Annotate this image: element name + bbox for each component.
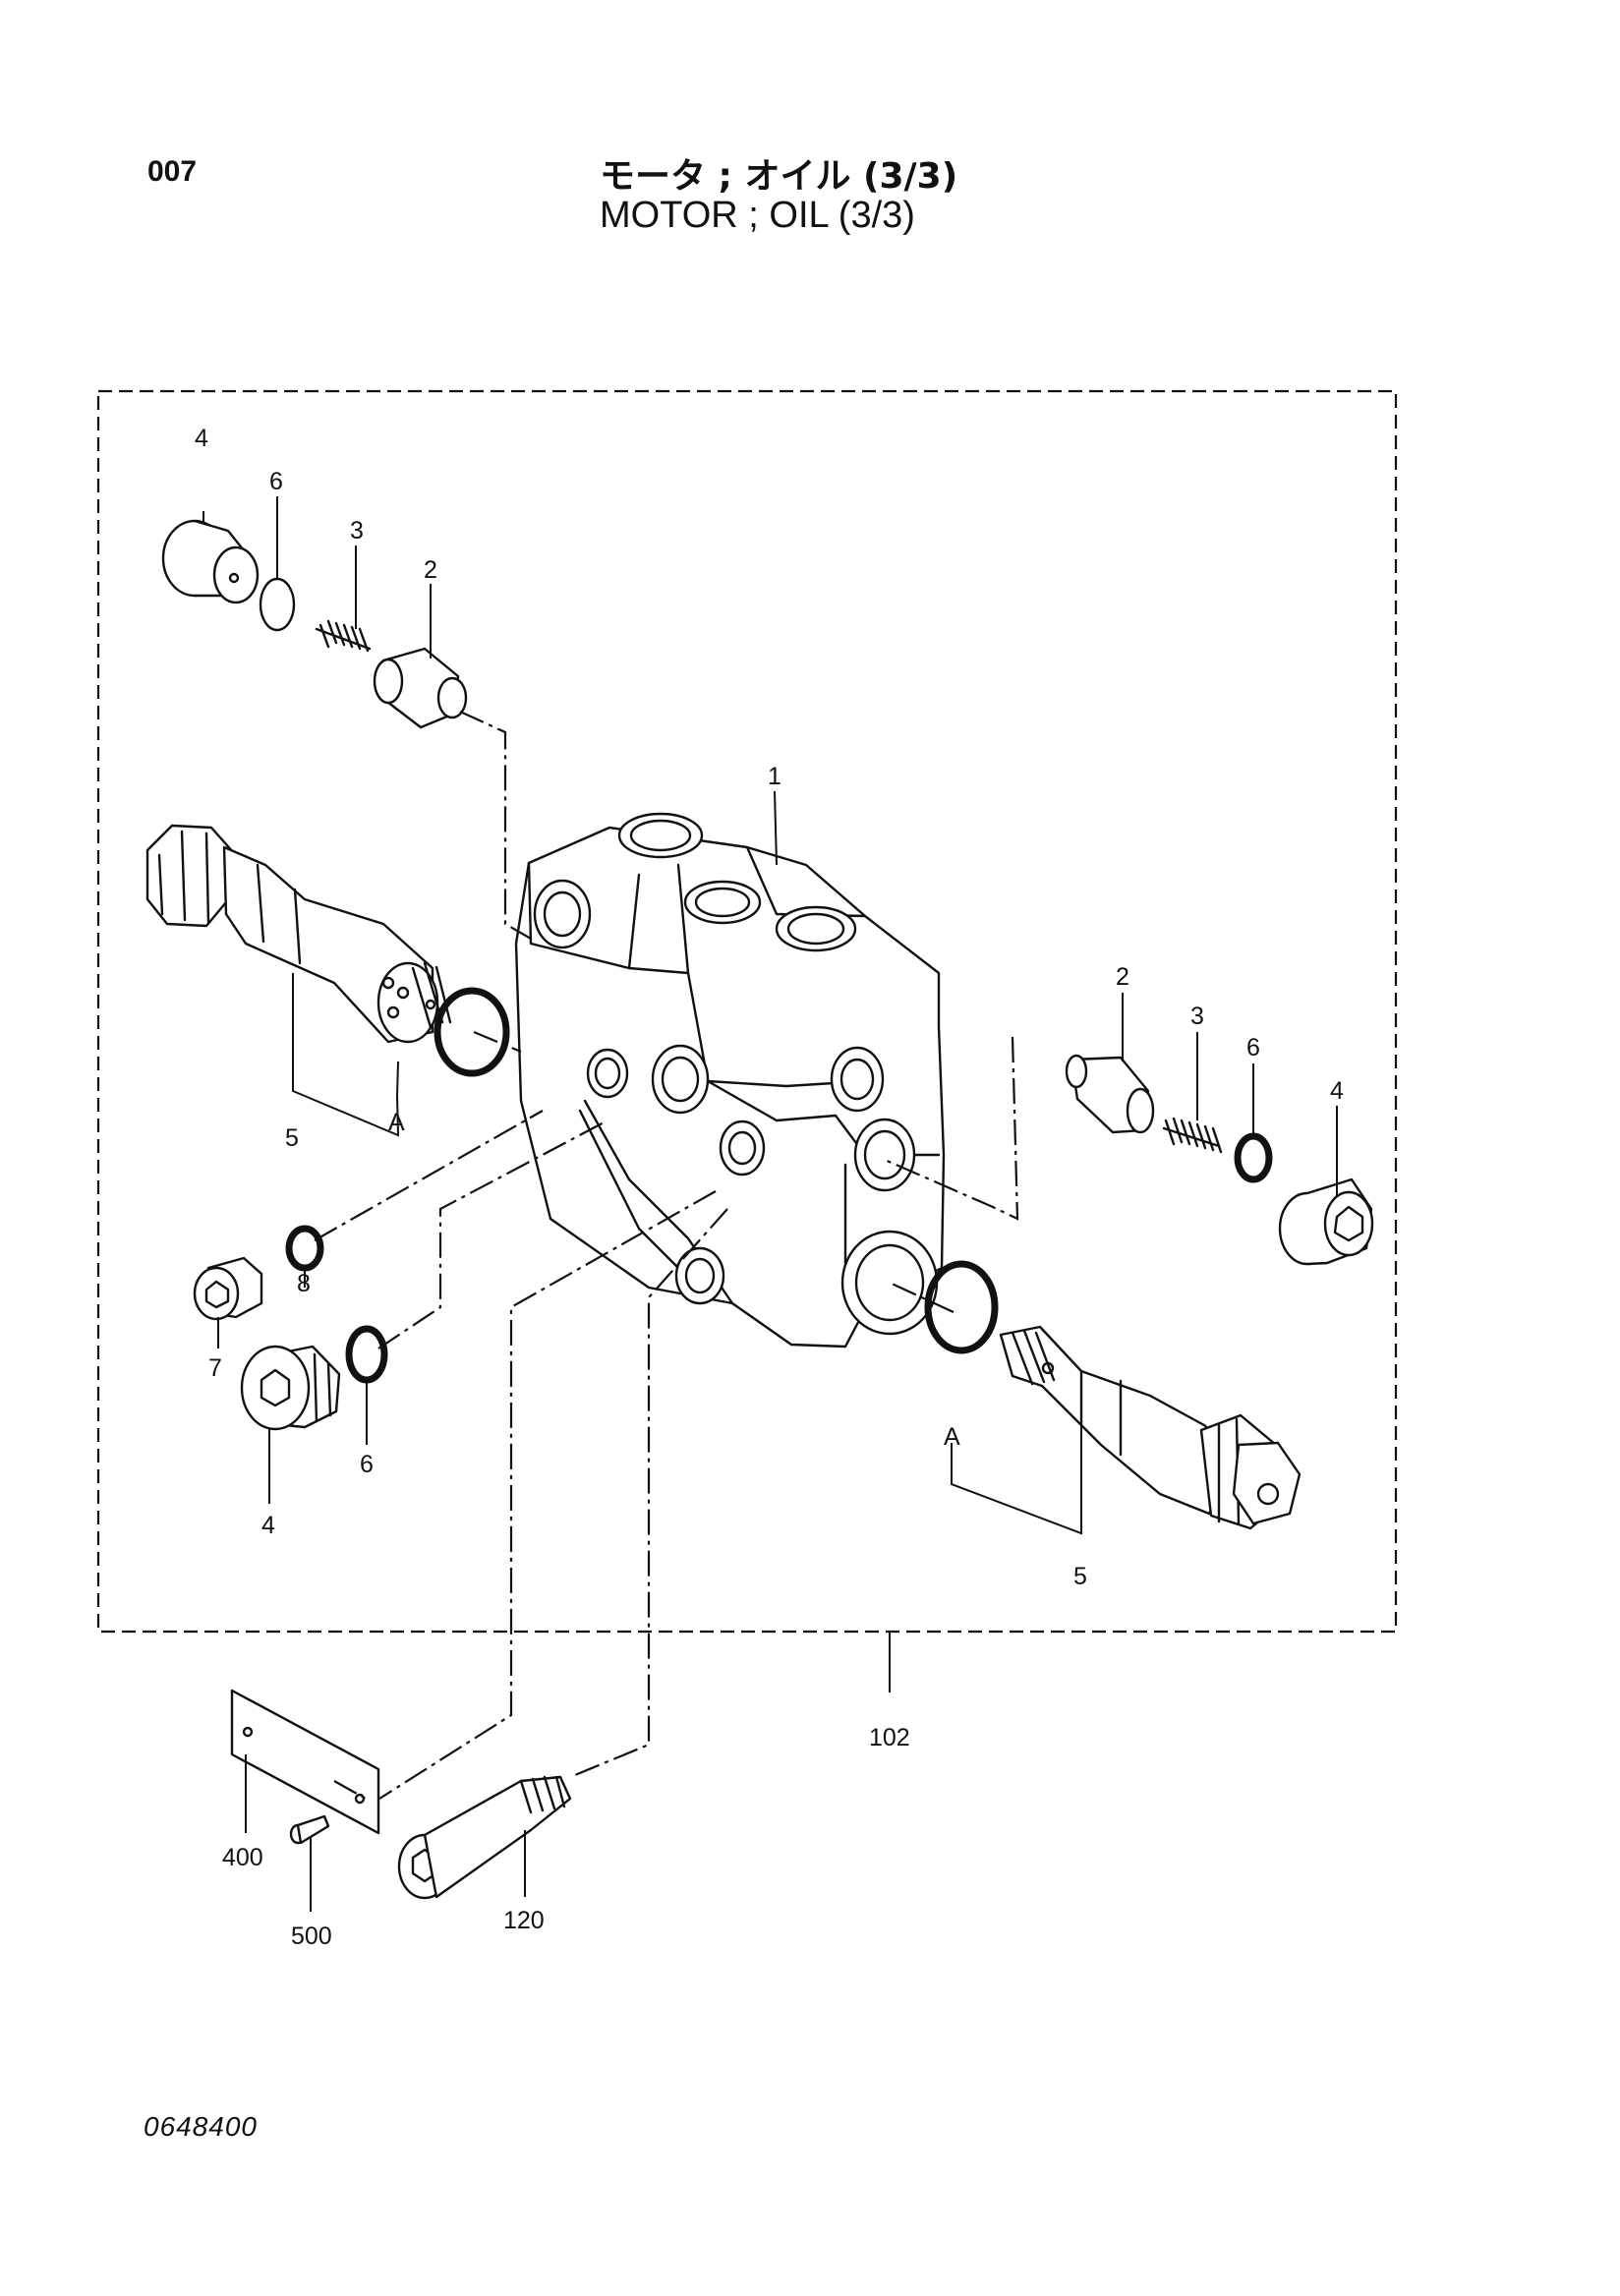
plug-lower-left bbox=[240, 1345, 341, 1431]
poppet-right bbox=[1065, 1054, 1155, 1134]
callout-400: 400 bbox=[222, 1844, 263, 1871]
page-title-english: MOTOR ; OIL (3/3) bbox=[600, 195, 915, 236]
leader-lines bbox=[202, 496, 1338, 1912]
callout-2-top: 2 bbox=[424, 556, 437, 584]
o-ring-left-large bbox=[434, 987, 510, 1077]
o-ring-right-large bbox=[924, 1260, 999, 1354]
name-plate bbox=[230, 1689, 380, 1835]
plug-small bbox=[193, 1256, 263, 1321]
page-title-japanese: モータ ; オイル (3/3) bbox=[600, 156, 958, 197]
socket-head-bolt bbox=[397, 1775, 572, 1900]
o-ring-lower-left bbox=[345, 1325, 388, 1384]
o-ring-right bbox=[1234, 1132, 1273, 1183]
callout-2-right: 2 bbox=[1116, 963, 1129, 991]
callout-4-right: 4 bbox=[1330, 1077, 1344, 1105]
callout-4-top: 4 bbox=[195, 425, 208, 452]
callout-labels: 4 6 3 2 1 A 5 2 3 6 4 8 7 6 4 A 5 102 40… bbox=[195, 425, 1344, 1950]
poppet-top-left bbox=[373, 647, 468, 729]
callout-6-low: 6 bbox=[360, 1451, 374, 1478]
callout-A-right: A bbox=[944, 1423, 960, 1451]
callout-5-left: 5 bbox=[285, 1124, 299, 1152]
callout-120: 120 bbox=[503, 1907, 545, 1934]
callout-6-top: 6 bbox=[269, 468, 283, 495]
page-number: 007 bbox=[147, 155, 198, 188]
callout-6-right: 6 bbox=[1246, 1034, 1260, 1062]
callout-102: 102 bbox=[869, 1724, 910, 1751]
relief-valve-left bbox=[145, 824, 452, 1044]
plug-right bbox=[1278, 1177, 1374, 1266]
callout-1: 1 bbox=[768, 763, 781, 790]
assembly-boundary bbox=[96, 389, 1398, 1634]
callout-3-top: 3 bbox=[350, 517, 364, 545]
spring-top-left bbox=[315, 619, 372, 653]
relief-valve-right bbox=[999, 1325, 1302, 1530]
o-ring-small bbox=[285, 1225, 324, 1272]
callout-3-right: 3 bbox=[1190, 1003, 1204, 1030]
rivet-screw bbox=[289, 1814, 330, 1845]
callout-8: 8 bbox=[297, 1270, 311, 1297]
spring-right bbox=[1162, 1117, 1223, 1154]
valve-body bbox=[514, 812, 946, 1349]
callout-A-left: A bbox=[388, 1109, 405, 1136]
plug-top-left bbox=[161, 519, 260, 604]
callout-5-right: 5 bbox=[1073, 1563, 1087, 1590]
callout-7: 7 bbox=[208, 1354, 222, 1382]
o-ring-top-left bbox=[259, 577, 296, 632]
callout-500: 500 bbox=[291, 1923, 332, 1950]
drawing-code: 0648400 bbox=[144, 2111, 259, 2142]
callout-4-low: 4 bbox=[261, 1512, 275, 1539]
